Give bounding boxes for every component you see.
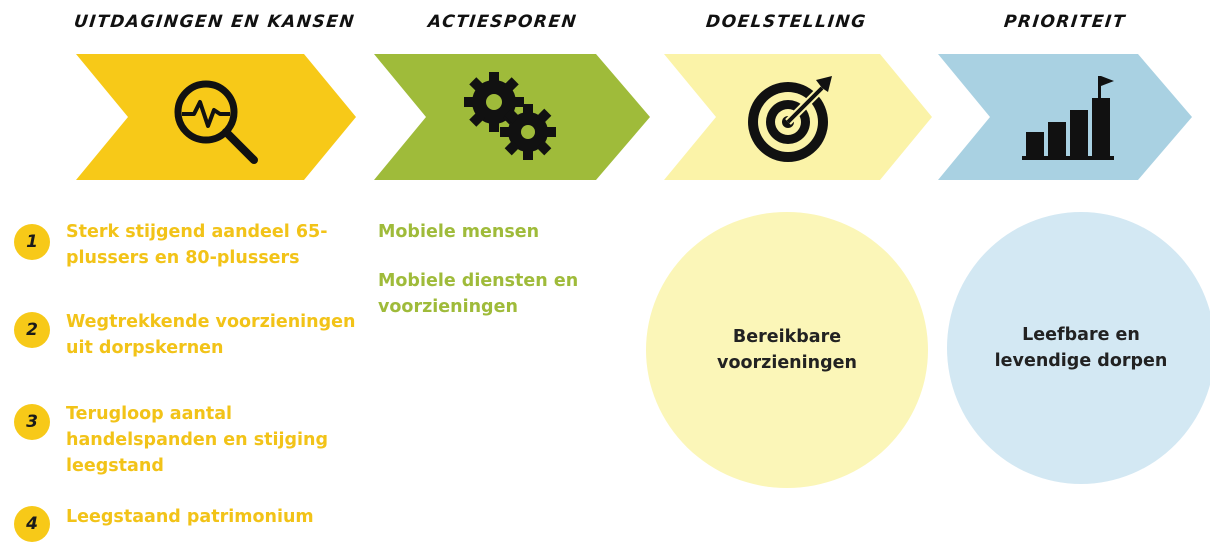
action-item: Mobiele diensten en voorzieningen <box>378 271 579 317</box>
bar-chart-flag-icon <box>1022 76 1114 160</box>
number-badge: 2 <box>14 312 50 348</box>
magnifier-pulse-icon <box>174 80 258 164</box>
challenge-text: Sterk stijgend aandeel 65-plussers en 80… <box>66 222 328 268</box>
heading-challenges: Uitdagingen en kansen <box>72 12 357 32</box>
chevron-challenges <box>76 54 356 180</box>
action-item: Mobiele mensen <box>378 222 540 242</box>
number-badge: 4 <box>14 506 50 542</box>
number-badge: 3 <box>14 404 50 440</box>
priority-circle: Leefbare en levendige dorpen <box>947 212 1210 484</box>
objective-circle: Bereikbare voorzieningen <box>646 212 928 488</box>
chevron-priority <box>938 54 1192 180</box>
challenge-text: Terugloop aantal handelspanden en stijgi… <box>66 404 328 476</box>
number-badge: 1 <box>14 224 50 260</box>
challenge-text: Wegtrekkende voorzieningen uit dorpskern… <box>66 312 356 358</box>
chevron-actions <box>374 54 650 180</box>
heading-objective: Doelstelling <box>704 12 868 32</box>
chevron-objective <box>664 54 932 180</box>
challenge-text: Leegstaand patrimonium <box>66 507 314 527</box>
priority-text: Leefbare en levendige dorpen <box>994 325 1168 371</box>
heading-actions: Actiesporen <box>426 12 579 32</box>
objective-text: Bereikbare voorzieningen <box>717 327 857 373</box>
gears-icon <box>464 72 556 160</box>
target-arrow-icon <box>748 76 832 162</box>
heading-priority: Prioriteit <box>1002 12 1127 32</box>
